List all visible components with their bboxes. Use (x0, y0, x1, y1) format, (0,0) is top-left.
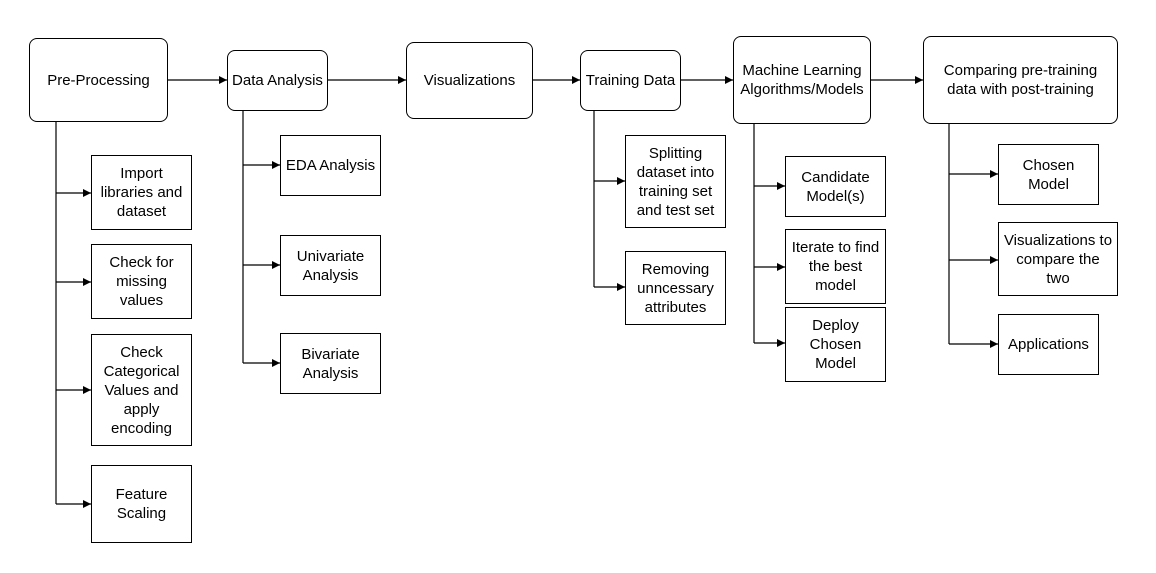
substep-deploy-label: Deploy Chosen Model (809, 317, 862, 372)
substep-import: Import libraries and dataset (91, 155, 192, 230)
substep-iterate: Iterate to find the best model (785, 229, 886, 304)
substep-splitting-label: Splitting dataset into training set and … (636, 144, 715, 219)
substep-categorical: Check Categorical Values and apply encod… (91, 334, 192, 446)
step-ml-models: Machine Learning Algorithms/Models (733, 36, 871, 124)
substep-chosen: Chosen Model (998, 144, 1099, 205)
substep-splitting: Splitting dataset into training set and … (625, 135, 726, 228)
step-comparing: Comparing pre-training data with post-tr… (923, 36, 1118, 124)
substep-visualizations-label: Visualizations to compare the two (1003, 231, 1113, 287)
substep-missing: Check for missing values (91, 244, 192, 319)
substep-applications: Applications (998, 314, 1099, 375)
step-visualizations: Visualizations (406, 42, 533, 119)
substep-applications-label: Applications (1008, 336, 1089, 353)
substep-bivariate-label: Bivariate Analysis (301, 345, 360, 382)
step-ml-models-label: Machine Learning Algorithms/Models (740, 62, 864, 98)
substep-categorical-label: Check Categorical Values and apply encod… (103, 343, 180, 437)
step-data-analysis: Data Analysis (227, 50, 328, 111)
substep-univariate-label: Univariate Analysis (296, 247, 365, 284)
substep-removing-label: Removing unncessary attributes (637, 260, 714, 316)
substep-scaling: Feature Scaling (91, 465, 192, 543)
substep-candidate: Candidate Model(s) (785, 156, 886, 217)
substep-candidate-label: Candidate Model(s) (801, 168, 870, 205)
step-visualizations-label: Visualizations (423, 72, 516, 89)
substep-import-label: Import libraries and dataset (100, 165, 183, 220)
substep-scaling-label: Feature Scaling (115, 486, 168, 522)
step-preprocessing: Pre-Processing (29, 38, 168, 122)
substep-chosen-label: Chosen Model (1022, 156, 1075, 193)
substep-visualizations: Visualizations to compare the two (998, 222, 1118, 296)
step-training-data-label: Training Data (585, 72, 676, 89)
substep-missing-label: Check for missing values (109, 254, 174, 309)
substep-univariate: Univariate Analysis (280, 235, 381, 296)
substep-removing: Removing unncessary attributes (625, 251, 726, 325)
step-data-analysis-label: Data Analysis (232, 72, 323, 89)
substep-iterate-label: Iterate to find the best model (791, 239, 880, 294)
substep-eda: EDA Analysis (280, 135, 381, 196)
step-comparing-label: Comparing pre-training data with post-tr… (943, 62, 1098, 98)
substep-deploy: Deploy Chosen Model (785, 307, 886, 382)
substep-eda-label: EDA Analysis (285, 157, 376, 174)
step-preprocessing-label: Pre-Processing (47, 71, 150, 89)
substep-bivariate: Bivariate Analysis (280, 333, 381, 394)
step-training-data: Training Data (580, 50, 681, 111)
